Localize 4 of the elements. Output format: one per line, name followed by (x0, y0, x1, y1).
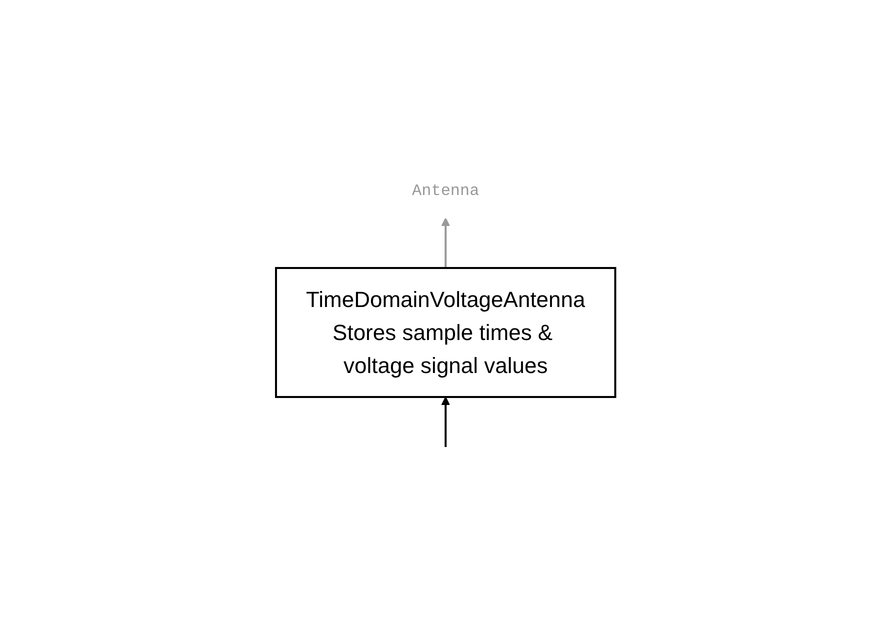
node-box: TimeDomainVoltageAntenna Stores sample times & voltage signal values (275, 267, 617, 398)
arrow (442, 218, 450, 268)
node-text: Antenna (412, 182, 480, 200)
arrow (442, 396, 450, 447)
